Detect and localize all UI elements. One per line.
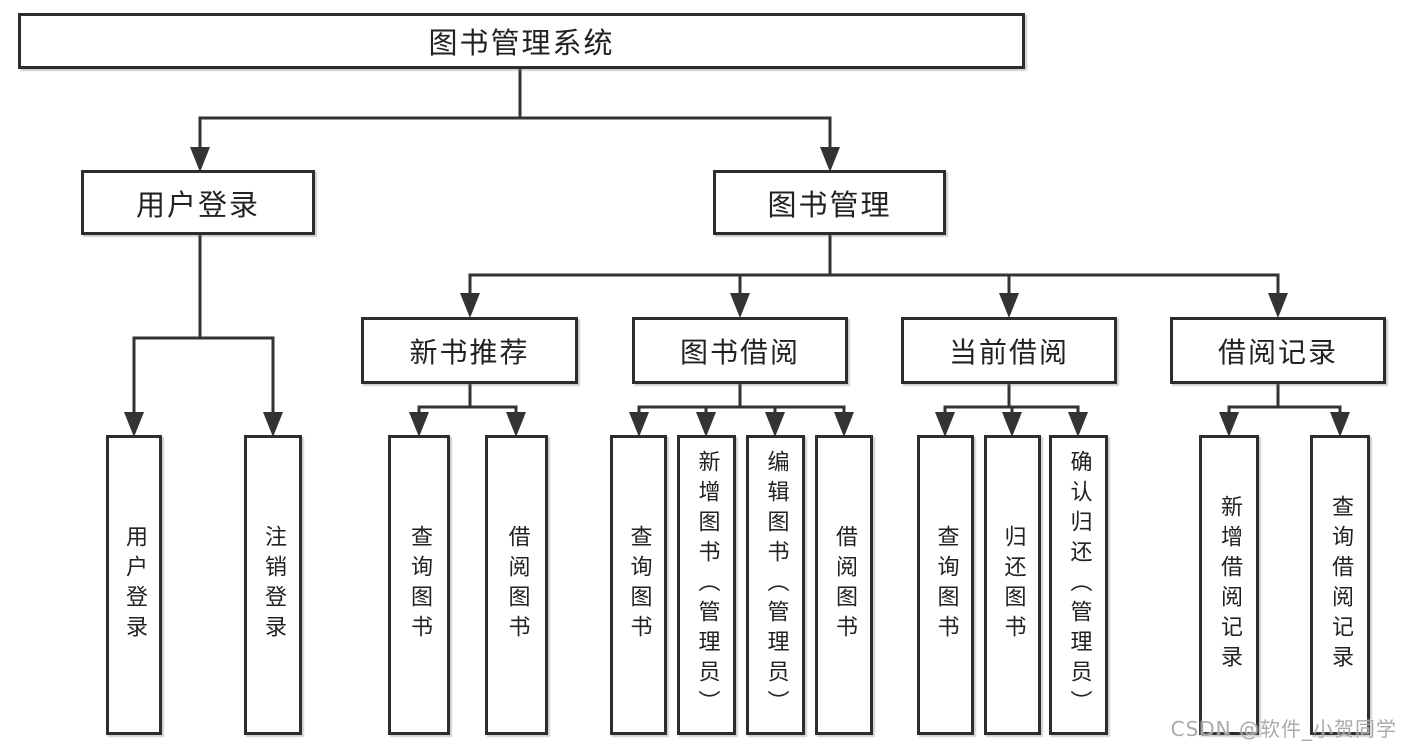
node-current-borrowing: 当前借阅 — [901, 317, 1117, 384]
leaf-borrow-books-label: 借阅图书 — [832, 525, 857, 645]
node-book-borrowing-label: 图书借阅 — [679, 335, 800, 369]
leaf-query-books-current-label: 查询图书 — [933, 525, 959, 645]
node-new-book-recommendation-label: 新书推荐 — [409, 335, 530, 369]
leaf-logout-login-label: 注销登录 — [261, 525, 286, 645]
leaf-confirm-return-admin-label: 确认归还（管理员） — [1066, 450, 1092, 720]
leaf-query-books-recommend-label: 查询图书 — [407, 525, 432, 645]
leaf-borrow-books: 借阅图书 — [815, 435, 873, 735]
node-borrowing-records: 借阅记录 — [1170, 317, 1386, 384]
leaf-logout-login: 注销登录 — [244, 435, 302, 735]
leaf-query-books-current: 查询图书 — [917, 435, 974, 735]
leaf-return-books: 归还图书 — [984, 435, 1041, 735]
watermark: CSDN @软件_小贺同学 — [1170, 717, 1397, 741]
leaf-edit-books-admin: 编辑图书（管理员） — [746, 435, 805, 735]
leaf-return-books-label: 归还图书 — [1000, 525, 1026, 645]
leaf-query-books-borrow: 查询图书 — [610, 435, 667, 735]
leaf-query-borrow-record-label: 查询借阅记录 — [1328, 495, 1353, 675]
leaf-borrow-books-recommend: 借阅图书 — [485, 435, 548, 735]
leaf-user-login-label: 用户登录 — [122, 525, 147, 645]
node-new-book-recommendation: 新书推荐 — [361, 317, 578, 384]
node-book-management: 图书管理 — [713, 170, 946, 235]
arrowheads — [124, 147, 1350, 437]
node-user-login-label: 用户登录 — [135, 187, 260, 222]
leaf-user-login: 用户登录 — [106, 435, 162, 735]
node-root: 图书管理系统 — [18, 13, 1025, 69]
leaf-query-books-recommend: 查询图书 — [388, 435, 450, 735]
leaf-add-borrow-record: 新增借阅记录 — [1199, 435, 1259, 735]
leaf-query-borrow-record: 查询借阅记录 — [1310, 435, 1370, 735]
node-current-borrowing-label: 当前借阅 — [948, 335, 1069, 369]
leaf-confirm-return-admin: 确认归还（管理员） — [1049, 435, 1108, 735]
node-borrowing-records-label: 借阅记录 — [1217, 335, 1338, 369]
node-book-management-label: 图书管理 — [767, 187, 892, 222]
node-user-login: 用户登录 — [81, 170, 315, 235]
leaf-add-books-admin-label: 新增图书（管理员） — [694, 450, 720, 720]
leaf-add-borrow-record-label: 新增借阅记录 — [1217, 495, 1242, 675]
leaf-query-books-borrow-label: 查询图书 — [626, 525, 652, 645]
node-root-label: 图书管理系统 — [428, 26, 615, 60]
node-book-borrowing: 图书借阅 — [632, 317, 848, 384]
leaf-borrow-books-recommend-label: 借阅图书 — [504, 525, 530, 645]
leaf-edit-books-admin-label: 编辑图书（管理员） — [763, 450, 789, 720]
leaf-add-books-admin: 新增图书（管理员） — [677, 435, 736, 735]
